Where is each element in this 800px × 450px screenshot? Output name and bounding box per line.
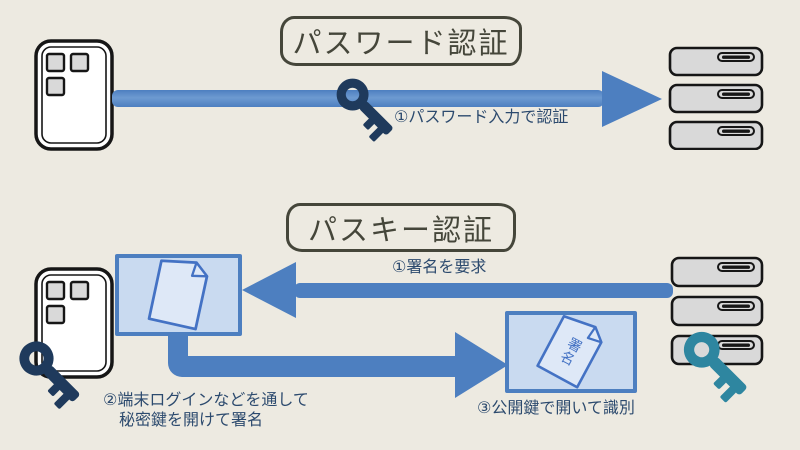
passkey-step2-label: ②端末ログインなどを通して 秘密鍵を開けて署名 — [103, 391, 309, 431]
key-icon-navy — [19, 341, 80, 409]
signature-request-arrow-shaft — [294, 283, 673, 298]
passkey-step2-line2: 秘密鍵を開けて署名 — [119, 412, 264, 429]
signed-document-box: 署名 — [505, 311, 637, 393]
signing-arrow-head — [455, 332, 508, 398]
challenge-box — [115, 254, 242, 336]
smartphone-icon — [34, 39, 114, 151]
passkey-step2-line1: ②端末ログインなどを通して — [103, 392, 309, 409]
passkey-auth-title-box: パスキー認証 — [286, 203, 516, 252]
passkey-auth-title: パスキー認証 — [307, 214, 494, 247]
document-icon — [147, 259, 208, 331]
password-step1-label: ①パスワード入力で認証 — [394, 109, 569, 126]
key-icon-navy — [336, 78, 393, 142]
signature-request-arrow-head — [242, 262, 296, 318]
password-auth-title-box: パスワード認証 — [280, 16, 522, 66]
key-icon-teal — [683, 331, 747, 403]
smartphone-icon — [34, 267, 114, 379]
signing-arrow-vertical — [168, 334, 188, 362]
passkey-step1-label: ①署名を要求 — [392, 259, 487, 276]
passkey-step3-label: ③公開鍵で開いて識別 — [477, 400, 635, 417]
signing-arrow-horizontal — [168, 356, 458, 377]
signed-document-icon — [536, 314, 603, 389]
password-flow-arrow-head — [602, 71, 662, 127]
password-auth-title: パスワード認証 — [292, 28, 510, 60]
server-stack-icon — [668, 46, 764, 150]
